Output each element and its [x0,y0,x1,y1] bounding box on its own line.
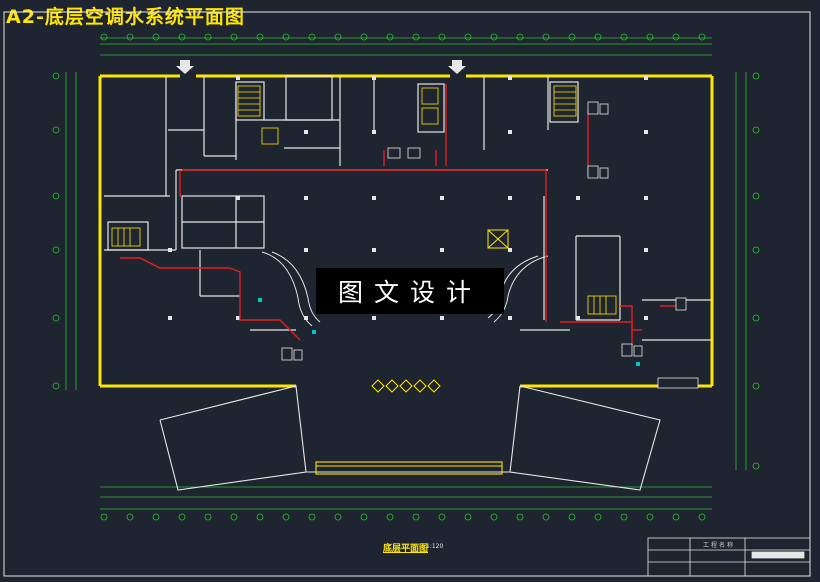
side-axis-bubbles [52,72,760,470]
title-block-label: 工程名称 [703,542,736,549]
structural-columns [168,76,648,320]
side-dimension-lines [65,72,747,470]
top-dimension-lines [100,37,712,56]
entry-arrows [176,60,466,74]
top-axis-bubbles [100,33,706,41]
interior-walls [104,75,712,341]
entrance-canopy-features [371,379,441,393]
drawing-caption: 底层平面图 [383,544,429,554]
drawing-scale: 1:120 [426,543,444,550]
sheet-title-separator: - [35,6,45,28]
entrance-wings [159,385,661,491]
bottom-axis-bubbles [100,513,706,521]
central-elevator [487,229,509,249]
chilled-water-piping [120,84,676,346]
ahu-equipment [281,101,699,389]
bottom-dimension-lines [100,486,712,510]
drawing-border [3,11,811,577]
fan-coil-units [258,298,640,366]
exterior-walls [98,74,714,388]
title-block [647,537,811,577]
watermark: 图文设计 [316,268,504,314]
